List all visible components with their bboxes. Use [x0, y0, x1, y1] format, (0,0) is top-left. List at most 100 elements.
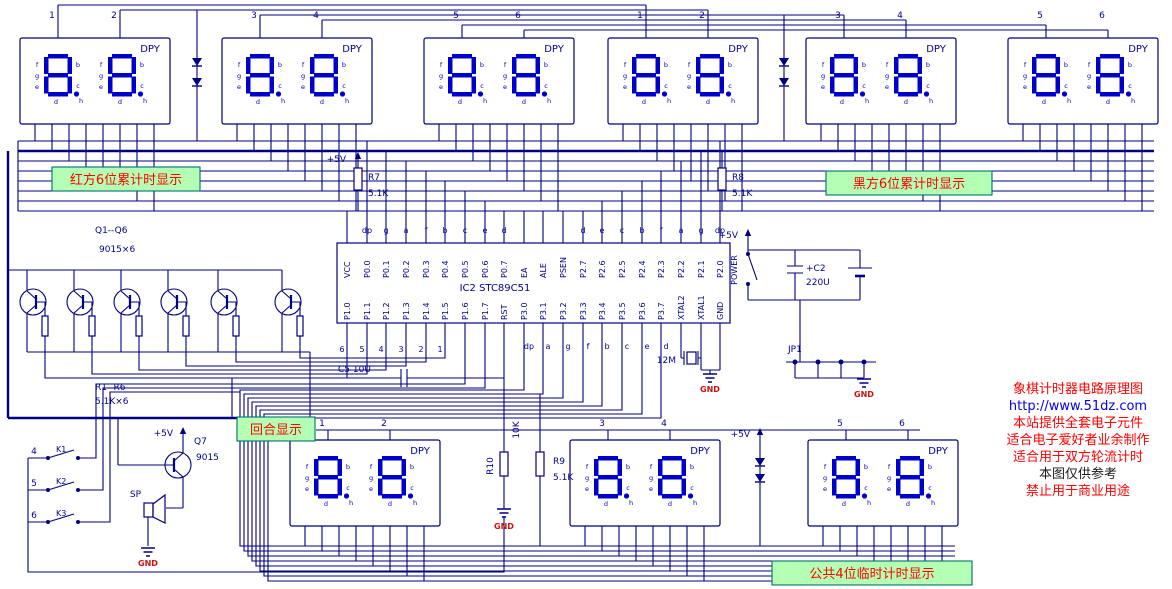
label-plus5v-power: +5V	[719, 231, 739, 241]
watermark-line6: 本图仅供参考	[1039, 466, 1117, 482]
pin-number: 3	[599, 419, 605, 429]
callout-red-display-box	[51, 166, 201, 192]
label-sw-4: 4	[31, 447, 37, 457]
resistor-r4	[182, 315, 190, 337]
seg-net-label: e	[600, 226, 605, 235]
label-r-group-val: 5.1K×6	[95, 397, 129, 407]
label-gnd-r10: GND	[494, 522, 514, 531]
display-black-1	[608, 38, 758, 136]
digit-select-number: 2	[418, 345, 423, 354]
resistor-r9	[535, 451, 545, 477]
display-red-2	[222, 38, 372, 136]
ic-pin: P2.7	[579, 260, 588, 278]
seg-net-label: dp	[524, 342, 534, 351]
seg-net-label: dp	[715, 226, 725, 235]
digit-select-number: 1	[437, 345, 442, 354]
seg-net-label: f	[425, 226, 428, 235]
pin-number: 3	[251, 11, 257, 21]
pin-number: 3	[835, 11, 841, 21]
ic-outline	[336, 242, 731, 324]
pin-number: 1	[637, 11, 643, 21]
plus5v-arrow-q7	[179, 427, 187, 434]
seg-net-label: e	[483, 226, 488, 235]
ic-pin: P1.5	[441, 302, 450, 320]
display-modules: 1 2 3 4 5 6 1 2 3 4 5 6 1 2 3 4 5 6	[20, 11, 1158, 538]
ground-xtal	[702, 373, 718, 383]
ground-r10	[496, 508, 512, 518]
display-round	[290, 440, 440, 538]
wire-display-drops	[34, 136, 1143, 211]
ic-pin: PSEN	[559, 257, 568, 278]
wire-bus-to-ic	[346, 141, 721, 225]
watermark-line7: 禁止用于商业用途	[1026, 483, 1130, 499]
ic-pin: P1.7	[481, 302, 490, 320]
label-k2: K2	[56, 477, 66, 486]
ic-pin: P0.0	[363, 260, 372, 278]
ic-pin: P0.6	[481, 260, 490, 278]
pin-number: 6	[899, 419, 905, 429]
ic-pin: P2.0	[716, 260, 725, 278]
resistor-r6	[296, 315, 304, 337]
ic-pin: P2.2	[677, 260, 686, 278]
ic-pin: P1.4	[422, 302, 431, 320]
ic-pin: P0.7	[500, 260, 509, 278]
ic-pin: RST	[500, 304, 509, 320]
label-k3: K3	[56, 509, 66, 518]
seg-net-label: g	[698, 226, 703, 235]
label-q7-type: 9015	[196, 453, 219, 463]
display-red-1	[20, 38, 170, 136]
label-gnd-speaker: GND	[138, 559, 158, 568]
display-black-2	[806, 38, 956, 136]
digit-select-number: 4	[378, 345, 383, 354]
pin-number: 6	[515, 11, 521, 21]
label-r10: R10	[486, 457, 496, 475]
resistor-r10	[499, 451, 509, 477]
seg-net-label: c	[463, 226, 467, 235]
pin-number: 2	[111, 11, 117, 21]
wire-p1-and-keys	[27, 340, 505, 573]
ic-pin: P3.0	[520, 302, 529, 320]
label-sw-6: 6	[31, 511, 37, 521]
resistor-r3	[135, 315, 143, 337]
ic-pin: P3.4	[598, 302, 607, 320]
transistor-q3	[113, 288, 141, 316]
ic-pin: P3.2	[559, 302, 568, 320]
digit-select-number: 3	[398, 345, 403, 354]
ic-pin: P0.5	[461, 260, 470, 278]
wire-top-nets	[57, 4, 1109, 38]
label-q-group: Q1--Q6	[95, 226, 128, 236]
seg-net-label: a	[404, 226, 409, 235]
led-diode-6	[754, 473, 766, 483]
led-diode-2	[191, 77, 203, 87]
wire-bottom-harness	[239, 340, 955, 582]
ic-pin: XTAL2	[677, 295, 686, 320]
wiring	[6, 4, 1154, 582]
seg-net-label: c	[625, 342, 629, 351]
components	[19, 57, 872, 557]
label-plus5v-r7: +5V	[327, 155, 347, 165]
callout-common-display-box	[771, 560, 973, 586]
callout-red-display: 红方6位累计时显示	[70, 172, 182, 188]
label-k1: K1	[56, 445, 66, 454]
seg-net-label: d	[663, 342, 668, 351]
transistor-q5	[210, 288, 238, 316]
led-diode-3	[778, 57, 790, 67]
watermark: 象棋计时器电路原理图 http://www.51dz.com 本站提供全套电子元…	[1006, 381, 1149, 499]
callout-round-display-box	[236, 416, 316, 442]
pin-number: 1	[319, 419, 325, 429]
label-sp: SP	[130, 490, 142, 500]
seg-net-label: b	[639, 226, 644, 235]
seg-net-label: b	[442, 226, 447, 235]
ic-pin: P2.1	[697, 260, 706, 278]
ground-jp1	[856, 378, 872, 388]
crystal-12m	[686, 351, 697, 365]
ic-pin: P1.2	[382, 302, 391, 320]
label-gnd-jp1: GND	[854, 390, 874, 399]
label-r9-val: 5.1K	[553, 473, 574, 483]
ic-pin: P2.5	[618, 260, 627, 278]
ic-pin: P1.3	[402, 302, 411, 320]
label-gnd-xtal: GND	[700, 385, 720, 394]
wire-misc-components	[117, 10, 876, 546]
pin-number: 6	[1099, 11, 1105, 21]
